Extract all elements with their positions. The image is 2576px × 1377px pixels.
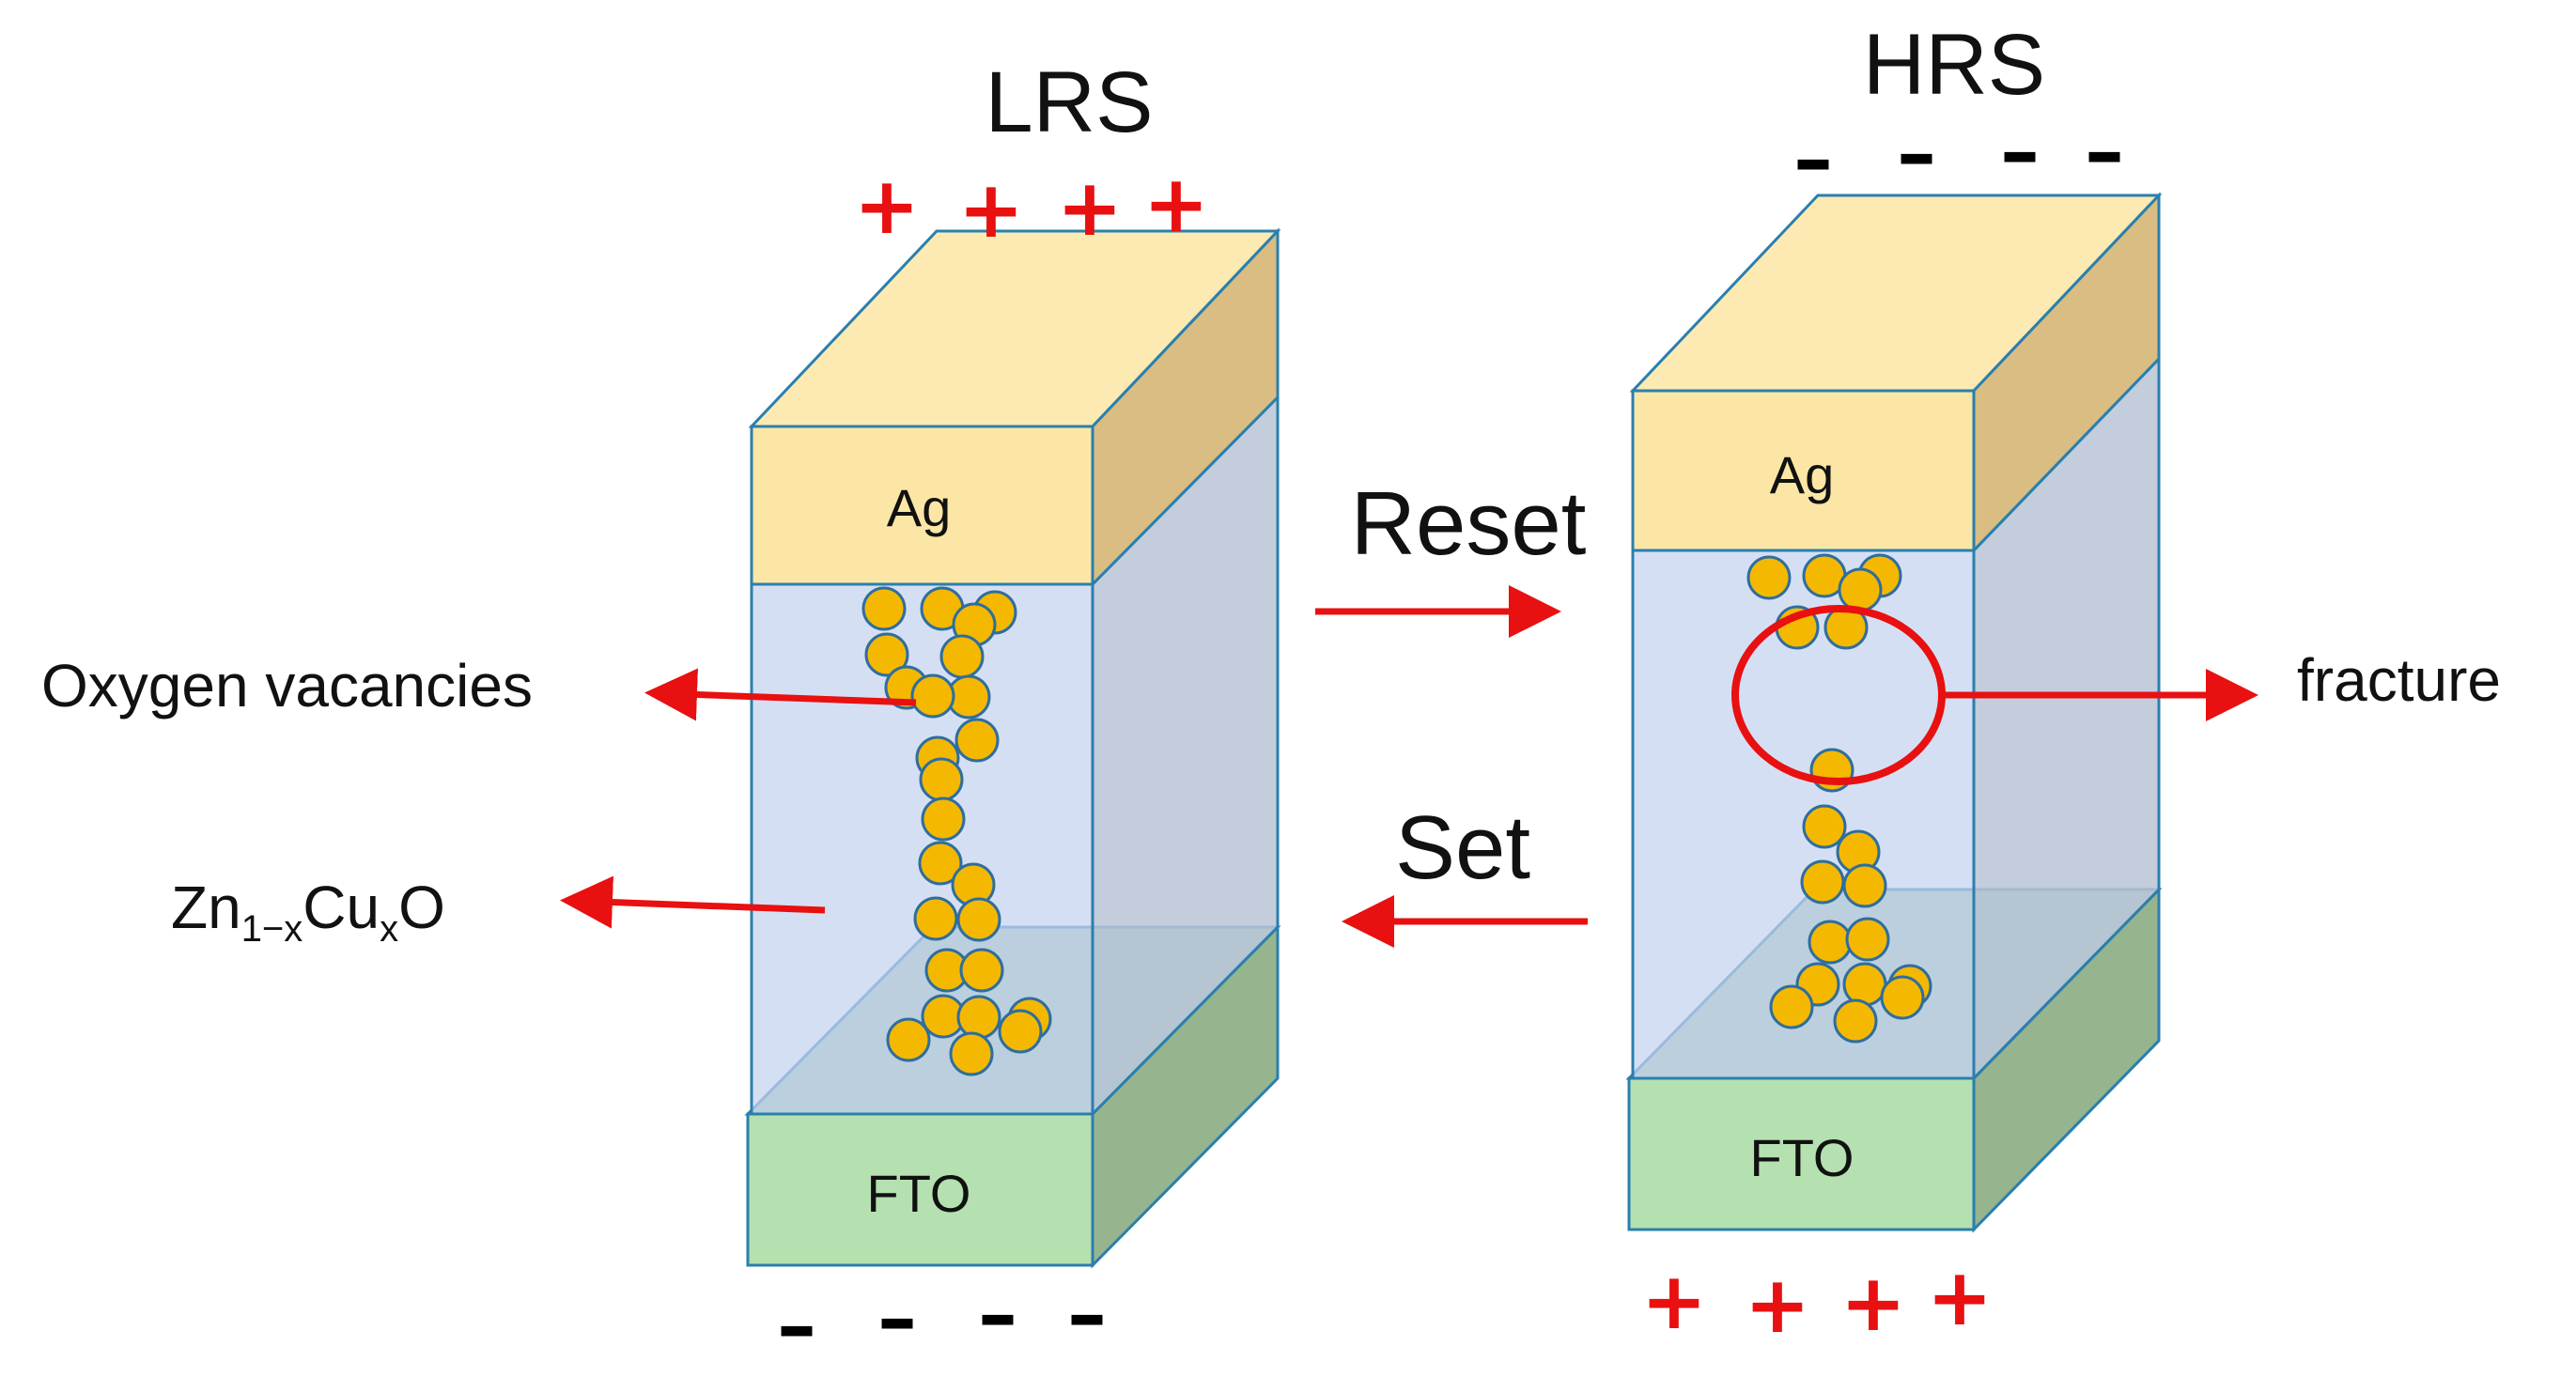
film-mid: Cu bbox=[303, 874, 380, 941]
vacancy bbox=[1842, 863, 1887, 908]
charge-sign: + bbox=[1143, 158, 1209, 250]
hrs-bottom-charges: + + + + bbox=[1641, 1251, 1993, 1351]
vacancy bbox=[959, 948, 1004, 993]
hrs-fto-label: FTO bbox=[1750, 1128, 1854, 1187]
vacancy bbox=[918, 841, 963, 886]
lrs-state-label: LRS bbox=[985, 54, 1154, 150]
hrs-device: Ag FTO HRS – – – – + + + + bbox=[1625, 17, 2163, 1351]
film-pointer bbox=[560, 875, 826, 929]
film-subscript-2: x bbox=[380, 908, 398, 950]
lrs-ag-front-face bbox=[750, 425, 1094, 586]
hrs-top-charges: – – – – bbox=[1793, 105, 2124, 205]
charge-sign: – bbox=[1067, 1268, 1107, 1360]
lrs-device: Ag FTO LRS + + + + – – – – bbox=[744, 54, 1281, 1371]
charge-sign: – bbox=[978, 1268, 1017, 1360]
charge-sign: – bbox=[777, 1279, 816, 1371]
charge-sign: – bbox=[1793, 113, 1833, 205]
charge-sign: – bbox=[1897, 107, 1936, 199]
vacancy bbox=[910, 673, 955, 719]
reset-transition: Reset bbox=[1315, 473, 1587, 638]
hrs-ag-front-face bbox=[1631, 389, 1976, 552]
set-transition: Set bbox=[1342, 797, 1588, 948]
vacancy bbox=[1746, 555, 1792, 600]
vacancy bbox=[913, 896, 958, 941]
charge-sign: + bbox=[1745, 1259, 1810, 1351]
vacancy bbox=[939, 634, 985, 679]
vacancy bbox=[1800, 859, 1845, 905]
fracture-ring bbox=[1731, 605, 1946, 785]
hrs-ag-label: Ag bbox=[1770, 445, 1835, 504]
charge-sign: + bbox=[854, 160, 920, 252]
vacancy bbox=[954, 718, 1000, 763]
vacancy bbox=[864, 632, 909, 677]
set-label: Set bbox=[1395, 797, 1530, 898]
vacancy bbox=[949, 1031, 994, 1076]
film-subscript-1: 1−x bbox=[241, 908, 303, 950]
vacancy bbox=[1833, 998, 1878, 1044]
lrs-top-charges: + + + + bbox=[854, 158, 1209, 255]
charge-sign: – bbox=[877, 1272, 917, 1364]
film-main: Zn bbox=[171, 874, 241, 941]
hrs-fto-front-face bbox=[1627, 1076, 1976, 1231]
lrs-vacancy-filament bbox=[861, 586, 1052, 1076]
hrs-state-label: HRS bbox=[1863, 17, 2045, 113]
vacancy bbox=[886, 1017, 931, 1062]
vacancy bbox=[1802, 804, 1847, 849]
vacancy bbox=[1769, 984, 1814, 1029]
charge-sign: – bbox=[2085, 105, 2124, 197]
charge-sign: + bbox=[1641, 1255, 1707, 1347]
vacancy bbox=[1880, 975, 1925, 1020]
oxygen-vacancies-label: Oxygen vacancies bbox=[41, 652, 533, 719]
charge-sign: + bbox=[958, 163, 1024, 255]
charge-sign: + bbox=[1840, 1257, 1906, 1349]
charge-sign: + bbox=[1057, 162, 1123, 254]
lrs-ag-label: Ag bbox=[887, 478, 952, 537]
vacancy bbox=[919, 757, 964, 802]
film-end: O bbox=[398, 874, 445, 941]
reset-label: Reset bbox=[1351, 473, 1587, 574]
vacancy bbox=[956, 995, 1001, 1040]
film-annotation: Zn1−xCuxO bbox=[171, 874, 826, 950]
vacancy bbox=[1808, 920, 1853, 965]
charge-sign: + bbox=[1927, 1251, 1993, 1343]
vacancy bbox=[861, 586, 907, 631]
vacancy bbox=[1838, 567, 1883, 612]
fracture-label: fracture bbox=[2297, 646, 2501, 714]
oxygen-vacancies-pointer bbox=[644, 668, 917, 721]
fracture-annotation: fracture bbox=[1943, 646, 2501, 721]
film-composition-label: Zn1−xCuxO bbox=[171, 874, 445, 950]
vacancy bbox=[921, 797, 966, 842]
oxygen-vacancies-annotation: Oxygen vacancies bbox=[41, 652, 917, 721]
vacancy bbox=[956, 897, 1001, 942]
charge-sign: – bbox=[2000, 105, 2040, 197]
vacancy bbox=[998, 1009, 1043, 1054]
lrs-fto-label: FTO bbox=[867, 1164, 971, 1223]
lrs-fto-front-face bbox=[746, 1112, 1094, 1267]
vacancy bbox=[1845, 917, 1890, 962]
vacancy bbox=[1842, 962, 1887, 1007]
lrs-bottom-charges: – – – – bbox=[777, 1268, 1107, 1371]
